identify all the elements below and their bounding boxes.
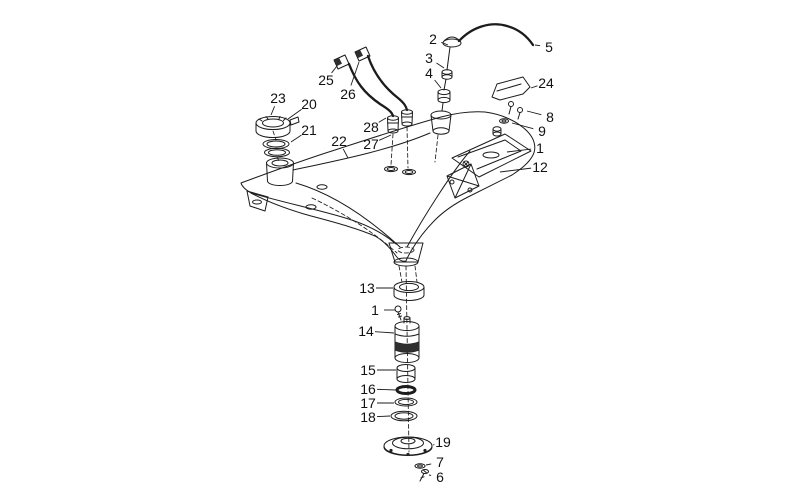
callout-leader-26 [350, 61, 360, 86]
part-callout-18: 18 [360, 409, 376, 425]
part-callout-2: 2 [429, 31, 437, 47]
tank-body [240, 111, 536, 283]
callout-leader-23 [270, 106, 275, 116]
fuel-cap-assembly [255, 116, 300, 186]
part-callout-4: 4 [425, 65, 433, 81]
callout-leader-8 [526, 110, 542, 116]
part-callout-22: 22 [331, 133, 347, 149]
part-callout-26: 26 [340, 86, 356, 102]
part-callout-7: 7 [436, 454, 444, 470]
side-plate [451, 133, 532, 178]
breather-hose [457, 23, 535, 47]
callout-leader-12 [499, 167, 532, 173]
part-callout-17: 17 [360, 395, 376, 411]
part-callout-16: 16 [360, 381, 376, 397]
part-callout-5: 5 [545, 39, 553, 55]
callout-leader-20 [287, 108, 302, 120]
part-callout-1: 1 [371, 302, 379, 318]
dipstick-assembly [430, 36, 462, 135]
callout-leader-5 [534, 44, 541, 47]
callout-leader-1 [506, 148, 532, 153]
callout-leader-4 [434, 79, 442, 89]
callout-leader-18 [376, 415, 391, 418]
part-callout-25: 25 [318, 72, 334, 88]
part-callout-9: 9 [538, 123, 546, 139]
part-callout-19: 19 [435, 434, 451, 450]
part-callout-20: 20 [301, 96, 317, 112]
part-callout-14: 14 [358, 323, 374, 339]
callout-leader-27 [379, 134, 392, 141]
sensor-bracket [491, 76, 531, 137]
callout-leader-2 [441, 41, 449, 46]
part-callout-8: 8 [546, 109, 554, 125]
part-callout-24: 24 [538, 75, 554, 91]
callout-leader-25 [331, 65, 338, 74]
callout-leader-14 [374, 331, 395, 334]
callout-leader-7 [425, 463, 432, 466]
part-callout-6: 6 [436, 469, 444, 485]
callout-leader-21 [290, 134, 302, 143]
part-callout-27: 27 [363, 136, 379, 152]
callout-leader-22 [342, 148, 349, 159]
part-callout-3: 3 [425, 50, 433, 66]
part-callout-12: 12 [532, 159, 548, 175]
part-callout-13: 13 [359, 280, 375, 296]
part-callout-28: 28 [363, 119, 379, 135]
part-callout-15: 15 [360, 362, 376, 378]
callout-leader-24 [530, 85, 538, 89]
callout-leader-28 [378, 117, 387, 123]
part-callout-21: 21 [301, 122, 317, 138]
part-callout-1: 1 [536, 140, 544, 156]
callout-leader-9 [511, 122, 534, 130]
part-callout-23: 23 [270, 90, 286, 106]
callout-leader-16 [376, 388, 397, 391]
pump-assembly-exploded [383, 265, 433, 482]
callout-leader-3 [436, 62, 445, 69]
